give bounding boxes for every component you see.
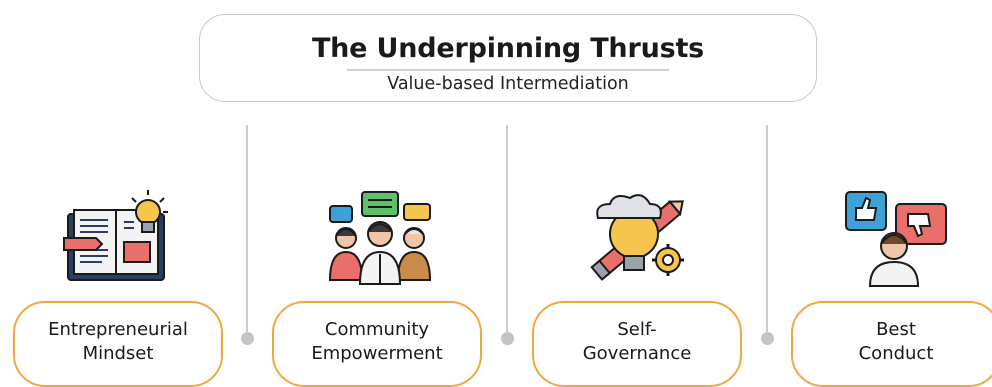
book-lightbulb-icon bbox=[63, 190, 168, 281]
connector-dot-3 bbox=[761, 332, 774, 345]
brain-pencil-gear-icon bbox=[590, 194, 684, 281]
people-chat-icon bbox=[328, 191, 432, 285]
thrust-best-conduct: Best Conduct bbox=[791, 301, 992, 387]
thrust-label-line1: Entrepreneurial bbox=[48, 319, 188, 340]
header-box: The Underpinning Thrusts Value-based Int… bbox=[199, 14, 817, 102]
thrust-label-line2: Governance bbox=[582, 343, 692, 364]
thrust-label-line1: Community bbox=[324, 319, 430, 340]
connector-line-2 bbox=[506, 125, 508, 332]
thrust-entrepreneurial-mindset: Entrepreneurial Mindset bbox=[13, 301, 223, 387]
thrust-self-governance: Self- Governance bbox=[532, 301, 742, 387]
thrust-label-line1: Best bbox=[876, 319, 916, 340]
thrust-label-line2: Empowerment bbox=[311, 343, 443, 364]
diagram-title: The Underpinning Thrusts bbox=[311, 33, 705, 64]
person-feedback-icon bbox=[845, 191, 947, 287]
thrust-label-line2: Mindset bbox=[82, 343, 154, 364]
connector-dot-2 bbox=[501, 332, 514, 345]
thrust-label-line2: Conduct bbox=[858, 343, 934, 364]
connector-line-3 bbox=[766, 125, 768, 332]
header-divider bbox=[347, 69, 669, 71]
thrust-label-line1: Self- bbox=[617, 319, 657, 340]
thrust-community-empowerment: Community Empowerment bbox=[272, 301, 482, 387]
diagram-subtitle: Value-based Intermediation bbox=[387, 74, 629, 94]
connector-dot-1 bbox=[241, 332, 254, 345]
connector-line-1 bbox=[246, 125, 248, 332]
